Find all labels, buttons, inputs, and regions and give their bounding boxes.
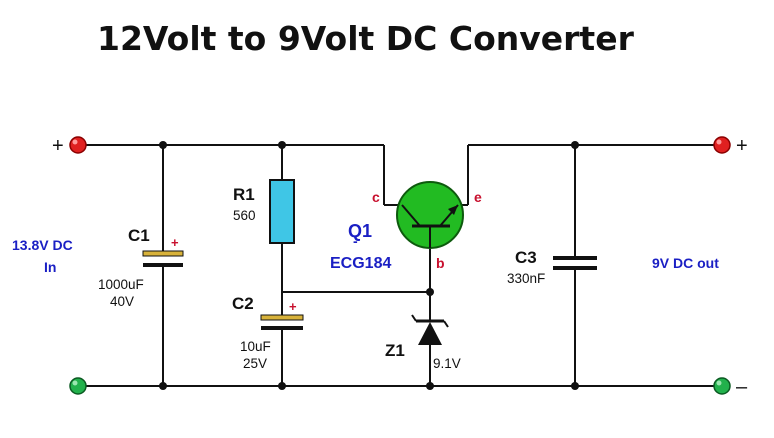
c2-value-label: 10uF [240,339,271,354]
c1-positive-plate [142,250,184,257]
c2-name-label: C2 [232,294,254,313]
c1-negative-plate [143,263,183,267]
q1-part-label: ECG184 [330,255,391,272]
c2-rating-label: 25V [243,356,267,371]
q1-collector-lead [401,204,421,227]
terminal-dot [69,136,87,154]
output-voltage-label: 9V DC out [652,255,719,271]
c1-value-label: 1000uF [98,277,144,292]
terminal-highlight [716,380,722,386]
junction-dot [426,382,434,390]
junction-dot [571,141,579,149]
q1-pin-c-label: c [372,189,380,205]
junction-dot [278,382,286,390]
transistor-q1 [396,181,464,249]
zener-z1 [411,314,449,345]
z1-value-label: 9.1V [433,356,461,371]
terminal-highlight [72,380,78,386]
q1-dash: - [353,233,358,249]
r1-value-label: 560 [233,208,256,223]
q1-emitter-arrow [448,205,458,215]
input-voltage-label: 13.8V DC [12,237,73,253]
z1-triangle [418,322,442,345]
c1-polarity-mark: + [171,235,179,250]
q1-pin-b-label: b [436,255,445,271]
terminal-dot [69,377,87,395]
output-minus-sign: – [736,376,748,398]
terminal-highlight [72,139,78,145]
terminal-dot [713,377,731,395]
output-plus-sign: + [736,135,748,157]
q1-name-label: Q1 [348,221,372,241]
diagram-title: 12Volt to 9Volt DC Converter [97,19,635,58]
output-positive-terminal [713,136,731,154]
junction-dot [159,382,167,390]
z1-bar-right-bend [443,320,449,328]
junction-dots [159,141,579,390]
q1-pin-e-label: e [474,189,482,205]
terminal-highlight [716,139,722,145]
r1-name-label: R1 [233,185,255,204]
c2-negative-plate [261,326,303,330]
c2-polarity-mark: + [289,299,297,314]
junction-dot [426,288,434,296]
z1-bar-left-bend [411,314,417,322]
capacitor-c3 [553,256,597,270]
terminal-dot [713,136,731,154]
output-ground-terminal [713,377,731,395]
junction-dot [159,141,167,149]
c1-name-label: C1 [128,226,150,245]
input-ground-terminal [69,377,87,395]
c3-top-plate [553,256,597,260]
c1-rating-label: 40V [110,294,134,309]
capacitor-c2 [260,314,304,330]
resistor-r1 [269,179,295,244]
junction-dot [571,382,579,390]
input-plus-sign: + [52,135,64,157]
input-positive-terminal [69,136,87,154]
input-in-label: In [44,259,56,275]
c3-name-label: C3 [515,248,537,267]
c3-value-label: 330nF [507,271,545,286]
c2-positive-plate [260,314,304,321]
wires [86,144,716,387]
junction-dot [278,141,286,149]
capacitor-c1 [142,250,184,267]
z1-name-label: Z1 [385,341,405,360]
c3-bottom-plate [553,266,597,270]
